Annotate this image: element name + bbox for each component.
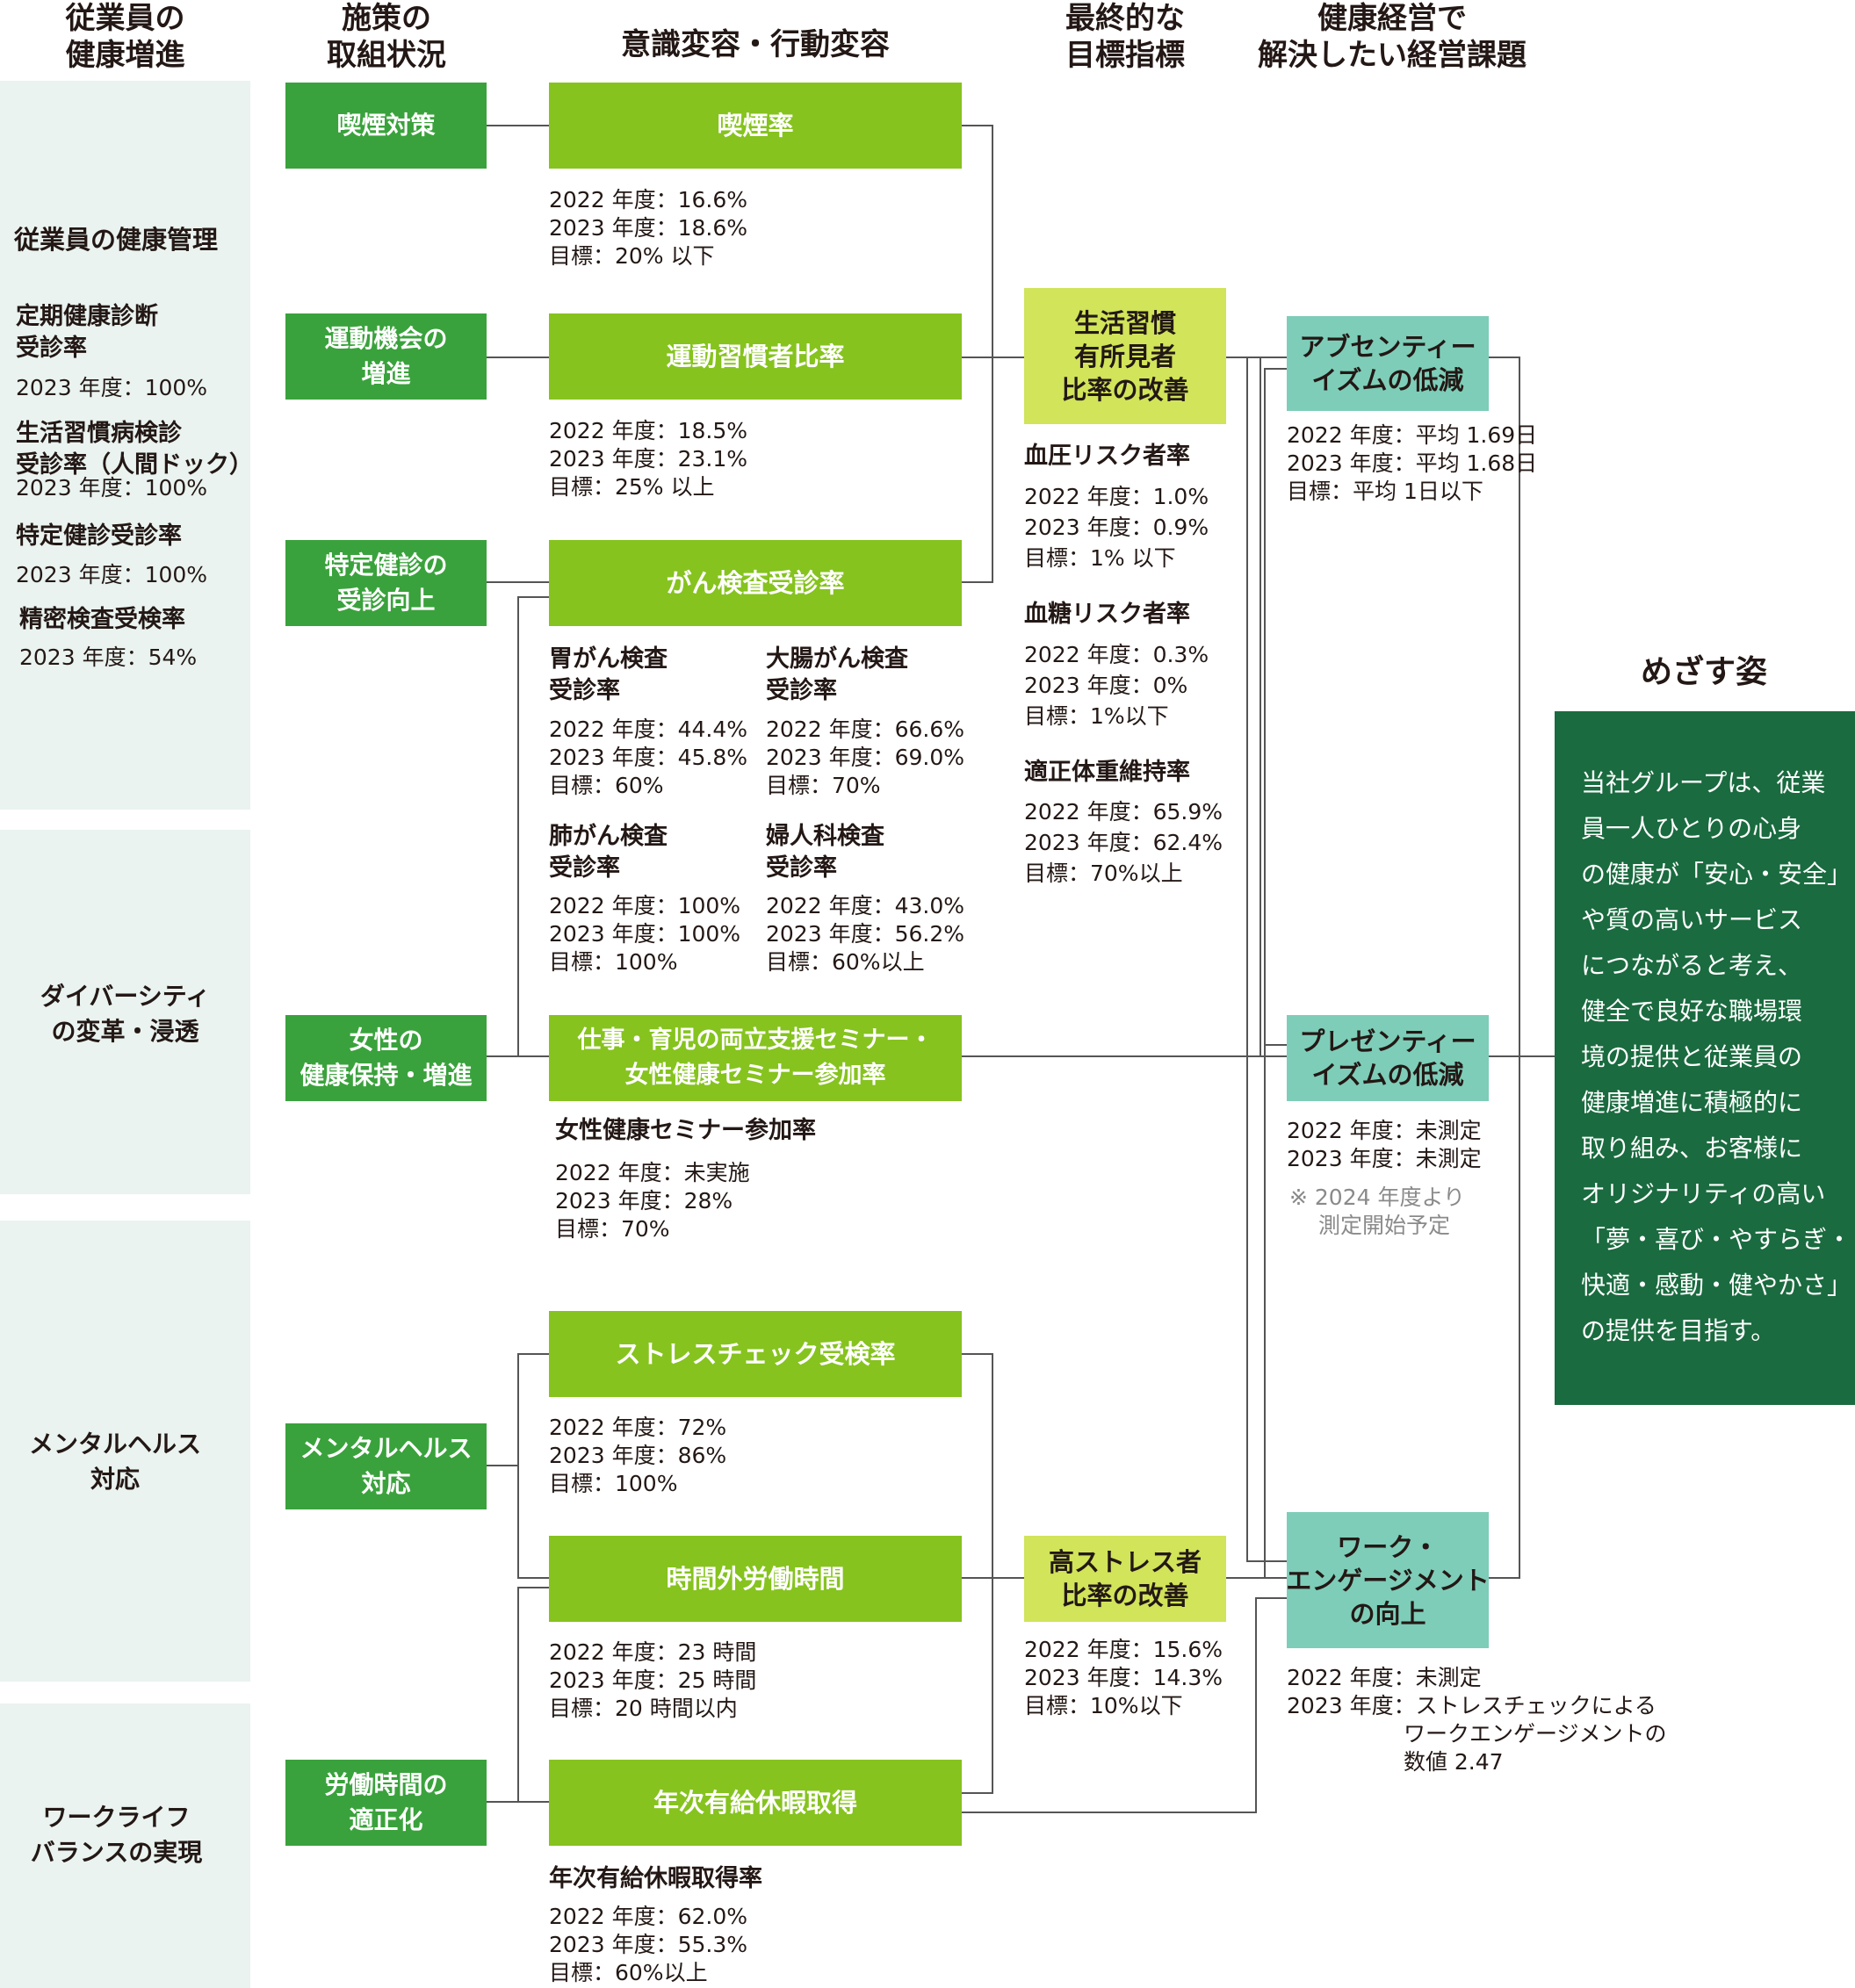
mental-health-band-label: メンタルヘルス 対応	[28, 1430, 201, 1494]
blood-pressure-label: 血圧リスク者率	[1024, 443, 1190, 470]
high-stress-target-box: 高ストレス者 比率の改善	[1024, 1536, 1226, 1622]
periodic-checkup-value: 2023 年度：100%	[16, 375, 208, 400]
dock-checkup-label: 生活習慣病検診 受診率（人間ドック）	[16, 420, 253, 479]
band-work-life	[0, 1703, 250, 1988]
seminar-box: 仕事・育児の両立支援セミナー・ 女性健康セミナー参加率	[549, 1015, 962, 1101]
colon-cancer-label: 大腸がん検査 受診率	[766, 645, 908, 704]
band-health-management	[0, 81, 250, 810]
paid-leave-sub-label: 年次有給休暇取得率	[549, 1865, 762, 1892]
weight-label: 適正体重維持率	[1024, 759, 1190, 786]
presenteeism-note: ※ 2024 年度より 測定開始予定	[1289, 1185, 1465, 1238]
header-employee-health: 従業員の 健康増進	[65, 1, 185, 73]
header-final-target: 最終的な 目標指標	[1065, 1, 1185, 73]
stomach-cancer-stats: 2022 年度：44.4% 2023 年度：45.8% 目標：60%	[549, 717, 747, 798]
paid-leave-stats: 2022 年度：62.0% 2023 年度：55.3% 目標：60%以上	[549, 1904, 747, 1985]
health-management-title: 従業員の健康管理	[14, 225, 219, 255]
diversity-label: ダイバーシティ の変革・浸透	[40, 982, 211, 1046]
stomach-cancer-label: 胃がん検査 受診率	[549, 645, 668, 704]
periodic-checkup-label: 定期健康診断 受診率	[16, 303, 158, 362]
measure-smoking: 喫煙対策	[285, 83, 487, 169]
smoking-rate-stats: 2022 年度：16.6% 2023 年度：18.6% 目標：20% 以下	[549, 187, 747, 269]
header-measures: 施策の 取組状況	[327, 1, 446, 73]
work-life-label: ワークライフ バランスの実現	[30, 1803, 203, 1867]
high-stress-stats: 2022 年度：15.6% 2023 年度：14.3% 目標：10%以下	[1024, 1637, 1223, 1718]
gynecology-label: 婦人科検査 受診率	[766, 823, 884, 882]
smoking-rate-box: 喫煙率	[549, 83, 962, 169]
colon-cancer-stats: 2022 年度：66.6% 2023 年度：69.0% 目標：70%	[766, 717, 964, 798]
lifestyle-target-box: 生活習慣 有所見者 比率の改善	[1024, 288, 1226, 424]
engagement-box: ワーク・ エンゲージメント の向上	[1286, 1512, 1490, 1648]
presenteeism-box: プレゼンティー イズムの低減	[1287, 1015, 1489, 1101]
cancer-screening-box: がん検査受診率	[549, 540, 962, 626]
measure-mental-health: メンタルヘルス 対応	[285, 1423, 487, 1509]
band-mental-health	[0, 1221, 250, 1682]
stress-check-box: ストレスチェック受検率	[549, 1311, 962, 1397]
specific-checkup-value: 2023 年度：100%	[16, 562, 208, 587]
measure-women-health: 女性の 健康保持・増進	[285, 1015, 487, 1101]
absenteeism-box: アブセンティー イズムの低減	[1287, 316, 1489, 411]
engagement-stats: 2022 年度：未測定 2023 年度：ストレスチェックによる ワークエンゲージ…	[1287, 1665, 1667, 1775]
detailed-exam-label: 精密検査受検率	[19, 606, 185, 633]
band-diversity	[0, 830, 250, 1194]
detailed-exam-value: 2023 年度：54%	[19, 645, 198, 670]
measure-checkup: 特定健診の 受診向上	[285, 540, 487, 626]
gynecology-stats: 2022 年度：43.0% 2023 年度：56.2% 目標：60%以上	[766, 893, 964, 975]
blood-sugar-label: 血糖リスク者率	[1024, 601, 1190, 628]
specific-checkup-label: 特定健診受診率	[16, 522, 182, 550]
dock-checkup-value: 2023 年度：100%	[16, 475, 208, 501]
header-business-issues: 健康経営で 解決したい経営課題	[1258, 1, 1527, 73]
vision-box: 当社グループは、従業 員一人ひとりの心身 の健康が「安心・安全」 や質の高いサー…	[1555, 711, 1855, 1405]
seminar-sub-label: 女性健康セミナー参加率	[555, 1117, 816, 1144]
blood-pressure-stats: 2022 年度：1.0% 2023 年度：0.9% 目標：1% 以下	[1024, 484, 1209, 571]
lung-cancer-label: 肺がん検査 受診率	[549, 823, 668, 882]
exercise-rate-stats: 2022 年度：18.5% 2023 年度：23.1% 目標：25% 以上	[549, 418, 747, 500]
lung-cancer-stats: 2022 年度：100% 2023 年度：100% 目標：100%	[549, 893, 741, 975]
vision-title: めざす姿	[1640, 654, 1767, 690]
overtime-box: 時間外労働時間	[549, 1536, 962, 1622]
header-awareness: 意識変容・行動変容	[621, 27, 890, 62]
presenteeism-stats: 2022 年度：未測定 2023 年度：未測定	[1287, 1118, 1482, 1171]
measure-exercise: 運動機会の 増進	[285, 313, 487, 400]
seminar-stats: 2022 年度：未実施 2023 年度：28% 目標：70%	[555, 1160, 750, 1242]
blood-sugar-stats: 2022 年度：0.3% 2023 年度：0% 目標：1%以下	[1024, 642, 1209, 729]
overtime-stats: 2022 年度：23 時間 2023 年度：25 時間 目標：20 時間以内	[549, 1639, 757, 1721]
weight-stats: 2022 年度：65.9% 2023 年度：62.4% 目標：70%以上	[1024, 799, 1223, 886]
stress-check-stats: 2022 年度：72% 2023 年度：86% 目標：100%	[549, 1415, 727, 1496]
measure-work-hours: 労働時間の 適正化	[285, 1760, 487, 1846]
exercise-rate-box: 運動習慣者比率	[549, 313, 962, 400]
paid-leave-box: 年次有給休暇取得	[549, 1760, 962, 1846]
absenteeism-stats: 2022 年度：平均 1.69日 2023 年度：平均 1.68日 目標：平均 …	[1287, 422, 1538, 504]
